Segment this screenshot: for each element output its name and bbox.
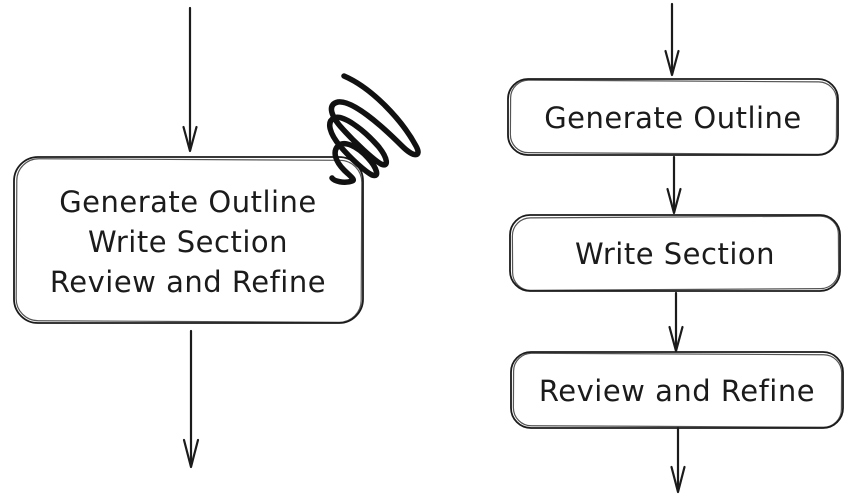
left-incoming-arrow-icon — [182, 6, 198, 153]
left-node-line-2: Write Section — [88, 225, 288, 259]
right-connector-arrow-2-icon — [668, 291, 684, 353]
right-node-label: Review and Refine — [539, 374, 815, 408]
right-outgoing-arrow-icon — [670, 426, 686, 494]
scribble-mark-icon — [327, 73, 421, 185]
right-incoming-arrow-icon — [664, 2, 680, 77]
left-node-line-3: Review and Refine — [50, 265, 326, 299]
right-node-generate-outline: Generate Outline — [507, 78, 839, 156]
right-node-review-and-refine: Review and Refine — [510, 351, 844, 429]
right-node-label: Write Section — [575, 237, 775, 271]
left-node-line-1: Generate Outline — [59, 185, 317, 219]
right-node-label: Generate Outline — [544, 101, 802, 135]
left-combined-node: Generate Outline Write Section Review an… — [13, 156, 364, 324]
right-connector-arrow-1-icon — [666, 155, 682, 215]
right-node-write-section: Write Section — [509, 214, 841, 292]
left-outgoing-arrow-icon — [182, 329, 200, 469]
